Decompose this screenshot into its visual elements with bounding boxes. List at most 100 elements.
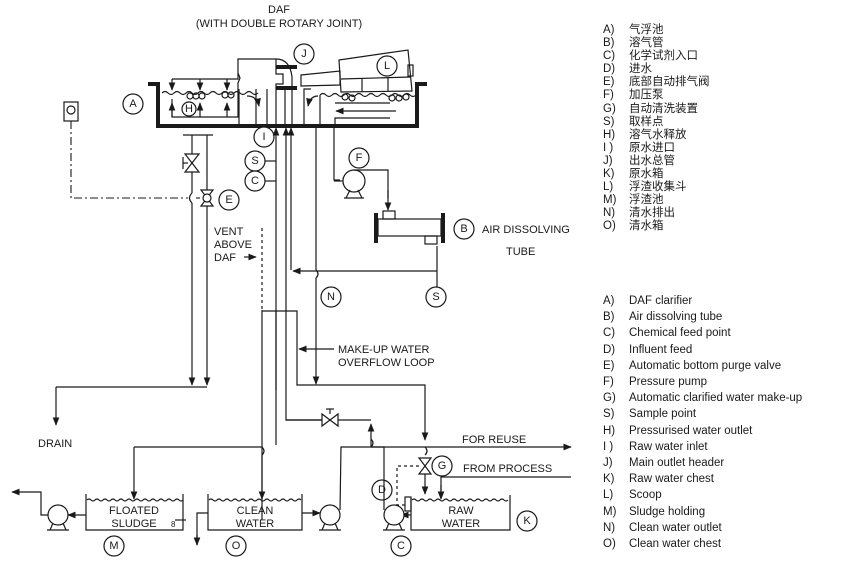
legend-english: A)DAF clarifier B)Air dissolving tube C)… bbox=[603, 293, 802, 552]
svg-text:O: O bbox=[232, 540, 241, 552]
legend-key: B) bbox=[603, 37, 615, 50]
legend-item: F)加压泵 bbox=[603, 89, 710, 102]
legend-chinese: A)气浮池 B) 溶气管 C)化学试剂入口 D)进水 E)底部自动排气阀 F)加压… bbox=[603, 24, 710, 234]
svg-text:C: C bbox=[397, 540, 405, 552]
legend-key: C) bbox=[603, 50, 616, 63]
vent-label-2: ABOVE bbox=[214, 239, 252, 251]
legend-item: H) 溶气水释放 bbox=[603, 129, 710, 142]
legend-item: A)DAF clarifier bbox=[603, 293, 802, 309]
legend-text: Pressurised water outlet bbox=[629, 424, 753, 437]
from-process-label: FROM PROCESS bbox=[463, 463, 552, 475]
legend-item: H)Pressurised water outlet bbox=[603, 423, 802, 439]
legend-text: 清水排出 bbox=[629, 207, 675, 220]
legend-item: E)Automatic bottom purge valve bbox=[603, 358, 802, 374]
legend-text: 自动清洗装置 bbox=[629, 102, 698, 115]
legend-text: 溶气水释放 bbox=[629, 128, 687, 141]
legend-text: 底部自动排气阀 bbox=[629, 76, 710, 89]
legend-key: N) bbox=[603, 521, 616, 534]
callout-f: F bbox=[348, 147, 370, 169]
svg-text:S: S bbox=[251, 155, 258, 167]
legend-text: Main outlet header bbox=[629, 457, 725, 470]
legend-item: C)化学试剂入口 bbox=[603, 50, 710, 63]
clean-label-1: CLEAN bbox=[237, 505, 274, 517]
callout-o: O bbox=[225, 535, 247, 557]
legend-item: L)浮渣收集斗 bbox=[603, 181, 710, 194]
legend-item: J) 出水总管 bbox=[603, 155, 710, 168]
svg-text:M: M bbox=[109, 540, 118, 552]
legend-text: 出水总管 bbox=[629, 154, 675, 167]
legend-key: S) bbox=[603, 115, 615, 128]
reuse-line bbox=[286, 408, 572, 451]
legend-item: K) 原水箱 bbox=[603, 168, 710, 181]
svg-text:L: L bbox=[384, 60, 390, 72]
legend-text: Influent feed bbox=[629, 343, 693, 356]
legend-key: A) bbox=[603, 24, 615, 36]
legend-text: Sludge holding bbox=[629, 505, 706, 518]
legend-text: 溶气管 bbox=[629, 37, 664, 50]
legend-key: F) bbox=[603, 89, 614, 102]
title-line1: DAF bbox=[268, 4, 290, 16]
legend-item: B)Air dissolving tube bbox=[603, 309, 802, 325]
callout-s: S bbox=[244, 150, 266, 172]
svg-text:N: N bbox=[327, 291, 335, 303]
legend-item: G)Automatic clarified water make-up bbox=[603, 390, 802, 406]
callout-b: B bbox=[453, 218, 475, 240]
air-dissolving-tube bbox=[374, 210, 445, 245]
legend-text: Clean water chest bbox=[629, 538, 722, 551]
legend-item: S) 取样点 bbox=[603, 116, 710, 129]
level-sensor bbox=[63, 101, 200, 199]
legend-key: K) bbox=[603, 473, 615, 486]
svg-text:H: H bbox=[185, 103, 193, 115]
callout-d: D bbox=[371, 479, 393, 501]
clean-water-tank bbox=[193, 438, 376, 546]
legend-text: 浮渣池 bbox=[629, 194, 664, 207]
legend-item: B) 溶气管 bbox=[603, 37, 710, 50]
callout-s2: S bbox=[425, 286, 447, 308]
raw-water-tank bbox=[371, 446, 571, 531]
svg-text:S: S bbox=[432, 291, 439, 303]
daf-tank bbox=[148, 49, 427, 128]
legend-key: A) bbox=[603, 295, 615, 307]
legend-item: E)底部自动排气阀 bbox=[603, 76, 710, 89]
legend-text: Raw water chest bbox=[629, 473, 715, 486]
legend-key: L) bbox=[603, 181, 614, 194]
legend-text: Automatic bottom purge valve bbox=[629, 359, 782, 372]
legend-item: O) 清水箱 bbox=[603, 220, 710, 233]
svg-text:J: J bbox=[301, 48, 307, 60]
legend-text: Automatic clarified water make-up bbox=[629, 392, 803, 405]
legend-key: L) bbox=[603, 489, 614, 502]
legend-text: 原水箱 bbox=[629, 168, 664, 181]
legend-key: N) bbox=[603, 207, 616, 220]
purge-valve-lines bbox=[52, 134, 215, 426]
legend-key: H) bbox=[603, 128, 616, 141]
legend-text: Chemical feed point bbox=[629, 327, 731, 340]
legend-item: A)气浮池 bbox=[603, 24, 710, 37]
legend-key: D) bbox=[603, 63, 616, 76]
legend-key: M) bbox=[603, 505, 617, 518]
svg-text:D: D bbox=[378, 484, 386, 496]
callout-n: N bbox=[320, 286, 342, 308]
legend-item: J)Main outlet header bbox=[603, 455, 802, 471]
floated-label-2: SLUDGE bbox=[111, 518, 156, 530]
legend-key: G) bbox=[603, 102, 616, 115]
legend-text: 原水进口 bbox=[629, 141, 675, 154]
legend-key: J) bbox=[603, 154, 613, 167]
legend-item: L) Scoop bbox=[603, 487, 802, 503]
callout-m: M bbox=[103, 535, 125, 557]
legend-key: F) bbox=[603, 376, 614, 389]
for-reuse-label: FOR REUSE bbox=[462, 434, 526, 446]
legend-key: B) bbox=[603, 311, 615, 324]
legend-key: O) bbox=[603, 220, 616, 233]
legend-text: Scoop bbox=[629, 489, 662, 502]
callout-c2: C bbox=[390, 535, 412, 557]
legend-text: Clean water outlet bbox=[629, 521, 722, 534]
svg-text:B: B bbox=[460, 223, 467, 235]
legend-item: K) Raw water chest bbox=[603, 471, 802, 487]
legend-text: Pressure pump bbox=[629, 376, 707, 389]
legend-text: 清水箱 bbox=[629, 220, 664, 233]
legend-text: 取样点 bbox=[629, 115, 664, 128]
legend-item: D)进水 bbox=[603, 63, 710, 76]
legend-item: N) 清水排出 bbox=[603, 207, 710, 220]
legend-key: K) bbox=[603, 168, 615, 181]
legend-item: F) Pressure pump bbox=[603, 374, 802, 390]
